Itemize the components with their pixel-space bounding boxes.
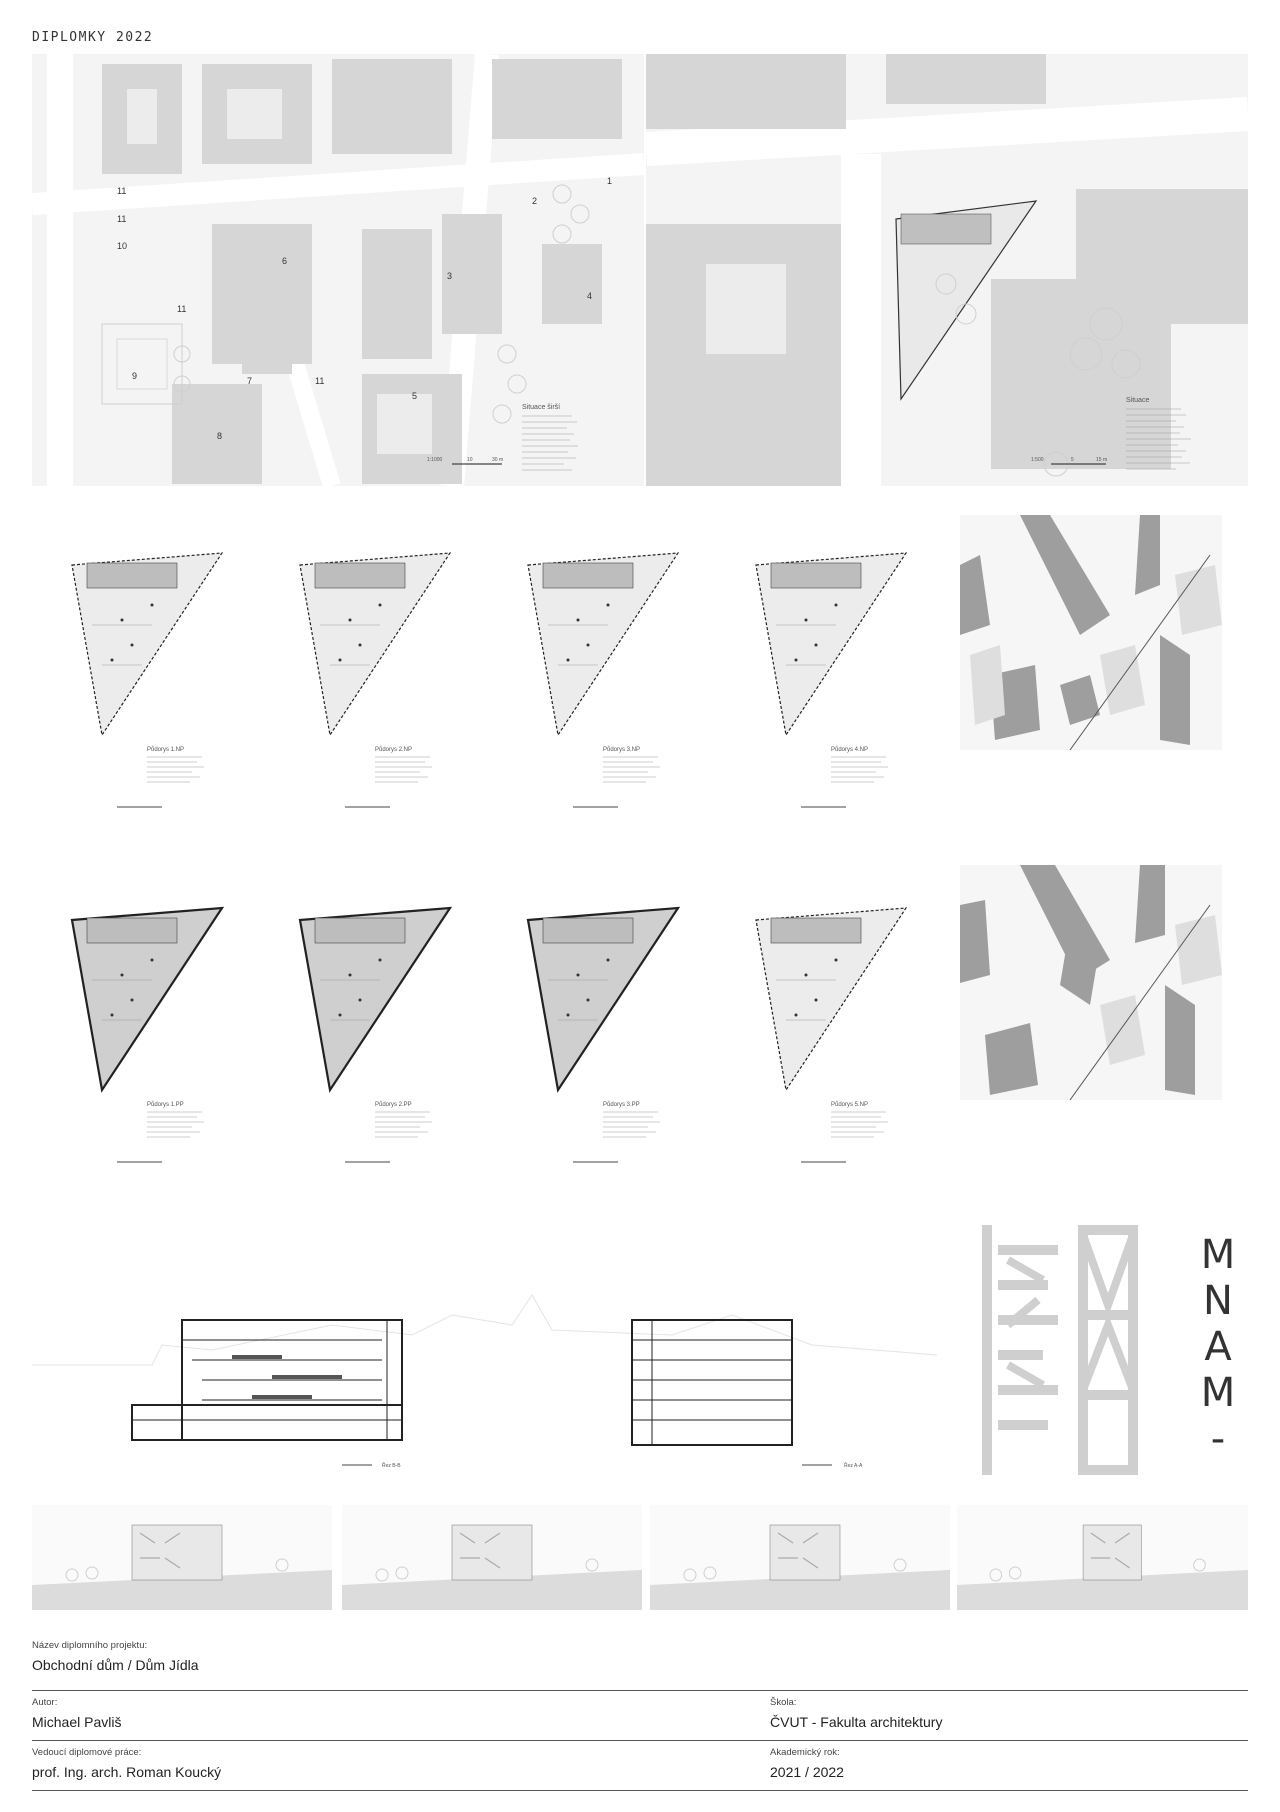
- author-label: Autor:: [32, 1697, 58, 1708]
- floor-plan-drawing: Půdorys 1.NP: [32, 525, 257, 815]
- floor-plan: Půdorys 2.NP: [260, 525, 485, 815]
- floor-plan-title: Půdorys 1.NP: [147, 746, 184, 753]
- author-block: Autor: Michael Pavliš: [32, 1697, 632, 1730]
- project-title: Obchodní dům / Dům Jídla: [32, 1657, 199, 1673]
- site-number: 7: [247, 376, 252, 386]
- logo-letter: -: [1210, 1416, 1226, 1462]
- divider: [32, 1690, 1248, 1691]
- floor-plan: Půdorys 4.NP: [716, 525, 941, 815]
- year-label: Akademický rok:: [770, 1747, 840, 1758]
- elevation-drawing: [957, 1505, 1248, 1610]
- floor-plan-drawing: Půdorys 2.NP: [260, 525, 485, 815]
- academic-year: 2021 / 2022: [770, 1764, 844, 1780]
- school-name: ČVUT - Fakulta architektury: [770, 1714, 943, 1730]
- aerial-view-1-drawing: [960, 515, 1222, 750]
- site-number: 2: [532, 196, 537, 206]
- floor-plan-drawing: Půdorys 5.NP: [716, 880, 941, 1170]
- sections-drawing: Řez B-B Řez A-A: [32, 1255, 937, 1475]
- floor-plan: Půdorys 3.PP: [488, 880, 713, 1170]
- site-number: 6: [282, 256, 287, 266]
- elevation-view: [650, 1505, 950, 1610]
- floor-plan-drawing: Půdorys 2.PP: [260, 880, 485, 1170]
- scale-mark: 15 m: [1096, 457, 1107, 463]
- logo-letter: M: [1200, 1232, 1236, 1278]
- site-plan-wide: 1 2 3 4 5 6 7 8 9 10 11 11 11 11 Situace…: [32, 54, 644, 486]
- site-number: 9: [132, 371, 137, 381]
- site-number: 1: [607, 176, 612, 186]
- supervisor-block: Vedoucí diplomové práce: prof. Ing. arch…: [32, 1747, 632, 1780]
- site-number: 8: [217, 431, 222, 441]
- scale-mark: 10: [467, 457, 473, 463]
- floor-plan: Půdorys 3.NP: [488, 525, 713, 815]
- elevation-drawing: [342, 1505, 642, 1610]
- aerial-view-1: [960, 515, 1222, 750]
- floor-plan-title: Půdorys 3.NP: [603, 746, 640, 753]
- floor-plan-drawing: Půdorys 1.PP: [32, 880, 257, 1170]
- floor-plan-title: Půdorys 2.NP: [375, 746, 412, 753]
- school-label: Škola:: [770, 1697, 797, 1708]
- elevation-view: [957, 1505, 1248, 1610]
- sections-panel: Řez B-B Řez A-A: [32, 1255, 937, 1475]
- legend-title: Situace: [1126, 397, 1149, 404]
- supervisor-name: prof. Ing. arch. Roman Koucký: [32, 1764, 222, 1780]
- logo-letter: N: [1203, 1278, 1233, 1324]
- supervisor-label: Vedoucí diplomové práce:: [32, 1747, 142, 1758]
- aerial-view-2-drawing: [960, 865, 1222, 1100]
- scale-mark: 30 m: [492, 457, 503, 463]
- floor-plan-drawing: Půdorys 3.PP: [488, 880, 713, 1170]
- floor-plan-title: Půdorys 4.NP: [831, 746, 868, 753]
- floor-plan-drawing: Půdorys 4.NP: [716, 525, 941, 815]
- elevation-view: [32, 1505, 332, 1610]
- divider: [32, 1790, 1248, 1791]
- elevation-drawing: [650, 1505, 950, 1610]
- floor-plan: Půdorys 5.NP: [716, 880, 941, 1170]
- site-plan-close-drawing: Situace 1:500 5 15 m: [646, 54, 1248, 486]
- floor-plan: Půdorys 2.PP: [260, 880, 485, 1170]
- floor-plan-title: Půdorys 1.PP: [147, 1101, 184, 1108]
- year-block: Akademický rok: 2021 / 2022: [770, 1747, 1240, 1780]
- site-number: 10: [117, 241, 127, 251]
- site-number: 5: [412, 391, 417, 401]
- scale-text: 1:1000: [427, 457, 443, 463]
- elevation-drawing: [32, 1505, 332, 1610]
- author-name: Michael Pavliš: [32, 1714, 122, 1730]
- page-header-label: DIPLOMKY 2022: [32, 30, 154, 45]
- site-number: 11: [315, 376, 324, 386]
- facade-pattern-drawing: [968, 1225, 1168, 1475]
- site-plan-wide-drawing: 1 2 3 4 5 6 7 8 9 10 11 11 11 11 Situace…: [32, 54, 644, 486]
- logo-letter: A: [1204, 1324, 1232, 1370]
- site-plan-close: Situace 1:500 5 15 m: [646, 54, 1248, 486]
- scale-mark: 5: [1071, 457, 1074, 463]
- site-number: 11: [177, 304, 186, 314]
- project-label: Název diplomního projektu:: [32, 1640, 148, 1651]
- site-number: 3: [447, 271, 452, 281]
- logo-letter: M: [1200, 1370, 1236, 1416]
- floor-plan-drawing: Půdorys 3.NP: [488, 525, 713, 815]
- floor-plan: Půdorys 1.PP: [32, 880, 257, 1170]
- aerial-view-2: [960, 865, 1222, 1100]
- floor-plan-title: Půdorys 5.NP: [831, 1101, 868, 1108]
- site-number: 4: [587, 291, 592, 301]
- divider: [32, 1740, 1248, 1741]
- school-block: Škola: ČVUT - Fakulta architektury: [770, 1697, 1240, 1730]
- section-title: Řez A-A: [844, 1461, 863, 1469]
- facade-pattern-logo: [968, 1225, 1168, 1475]
- legend-title: Situace širší: [522, 404, 560, 411]
- scale-text: 1:500: [1031, 457, 1044, 463]
- section-title: Řez B-B: [382, 1461, 401, 1469]
- site-number: 11: [117, 214, 126, 224]
- site-number: 11: [117, 186, 126, 196]
- elevation-view: [342, 1505, 642, 1610]
- floor-plan-title: Půdorys 2.PP: [375, 1101, 412, 1108]
- floor-plan-title: Půdorys 3.PP: [603, 1101, 640, 1108]
- floor-plan: Půdorys 1.NP: [32, 525, 257, 815]
- project-info: Název diplomního projektu: Obchodní dům …: [32, 1640, 1248, 1673]
